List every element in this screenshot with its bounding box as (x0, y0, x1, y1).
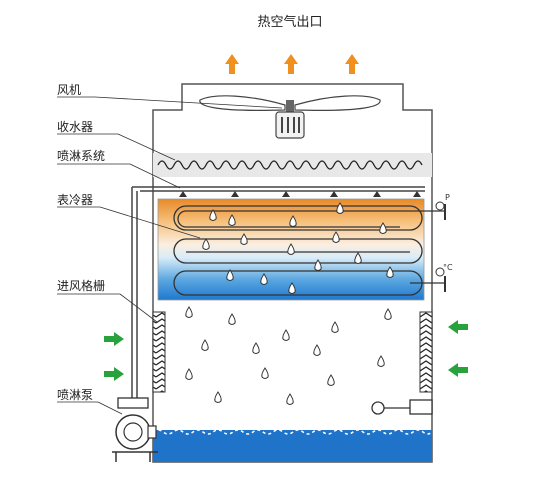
pressure-gauge-label: P (445, 193, 450, 202)
pump-icon (112, 397, 158, 462)
label-inlet-grille-text: 进风格栅 (57, 278, 105, 293)
temperature-gauge-icon: °C (435, 263, 453, 292)
pressure-gauge-icon: P (435, 193, 450, 220)
fan-icon (199, 95, 381, 139)
inlet-grille-left (152, 311, 166, 393)
diagram-title: 热空气出口 (257, 14, 322, 30)
label-inlet-grille: 进风格栅 (57, 278, 158, 323)
label-spray-system-text: 喷淋系统 (57, 149, 105, 163)
water-basin (152, 429, 433, 462)
label-surface-cooler: 表冷器 (57, 193, 201, 239)
label-water-collector-text: 收水器 (57, 120, 93, 134)
label-spray-pump: 喷淋泵 (57, 388, 123, 415)
spray-system (131, 186, 425, 400)
label-fan: 风机 (57, 83, 283, 109)
cooler-coil (173, 205, 445, 296)
label-spray-pump-text: 喷淋泵 (57, 388, 93, 402)
falling-water-droplets (185, 306, 392, 405)
label-fan-text: 风机 (57, 83, 81, 97)
hot-air-arrow-icon (225, 54, 359, 74)
label-water-collector: 收水器 (57, 120, 176, 161)
label-spray-system: 喷淋系统 (57, 149, 181, 189)
label-surface-cooler-text: 表冷器 (57, 193, 93, 207)
temperature-gauge-label: °C (443, 263, 453, 272)
inlet-grille-right (419, 311, 433, 393)
water-collector (153, 153, 432, 177)
float-valve-icon (371, 399, 433, 415)
